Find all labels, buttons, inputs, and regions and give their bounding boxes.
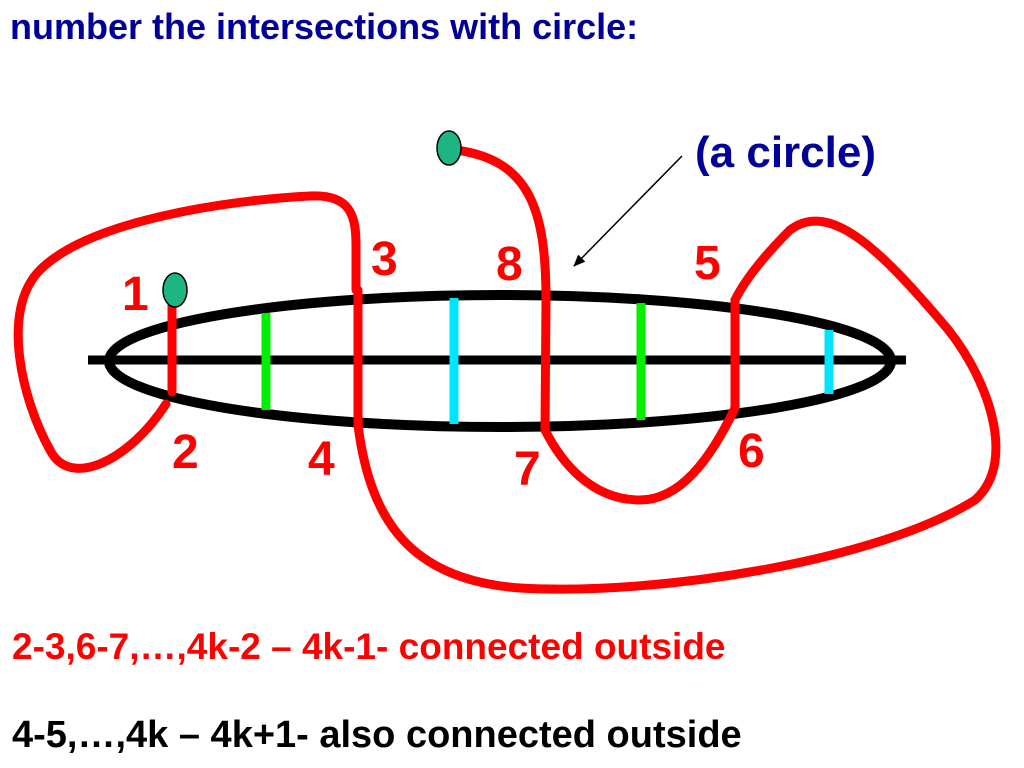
- end-endpoint: [436, 130, 462, 166]
- intersection-label-2: 2: [172, 426, 199, 479]
- start-endpoint: [162, 272, 188, 308]
- intersection-label-7: 7: [514, 443, 541, 496]
- circle-ellipse: [104, 290, 896, 432]
- caption-line-outside-connections: 2-3,6-7,…,4k-2 – 4k-1- connected outside: [12, 626, 726, 667]
- intersection-label-8: 8: [496, 238, 523, 291]
- page-title: number the intersections with circle:: [10, 6, 639, 47]
- intersection-label-5: 5: [694, 237, 721, 290]
- intersection-label-3: 3: [371, 233, 398, 286]
- pointer-arrow: [573, 155, 683, 267]
- intersection-label-4: 4: [308, 433, 335, 486]
- caption-line-also-outside: 4-5,…,4k – 4k+1- also connected outside: [12, 714, 742, 756]
- intersection-label-6: 6: [738, 425, 765, 478]
- red-curve: [13, 145, 1001, 594]
- intersection-label-1: 1: [122, 268, 149, 321]
- circle-label: (a circle): [695, 128, 876, 177]
